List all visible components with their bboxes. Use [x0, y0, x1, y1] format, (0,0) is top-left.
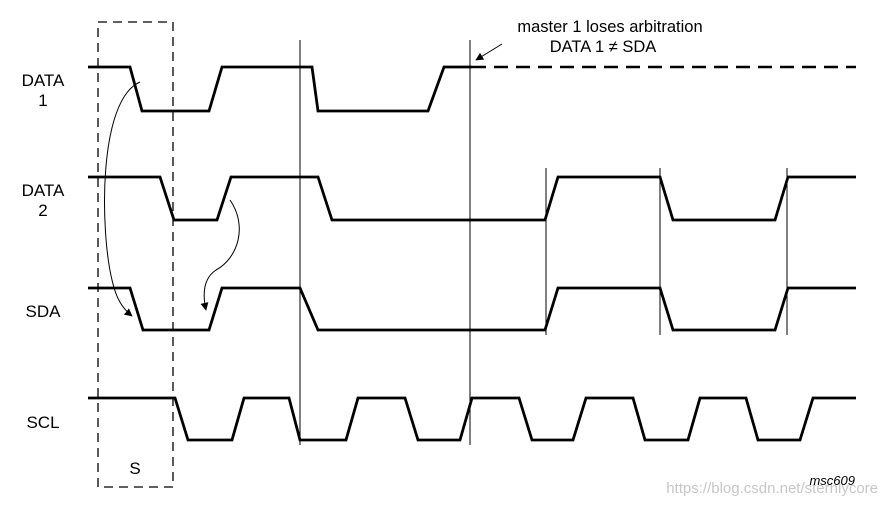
data1-to-sda-arrow [104, 81, 141, 317]
start-condition-box [97, 21, 174, 488]
signal-label-data1-line1: DATA [22, 71, 65, 90]
data2-waveform [88, 175, 856, 222]
data1-waveform [88, 65, 472, 113]
figure-id: msc609 [809, 473, 855, 488]
annotation-line-1: master 1 loses arbitration [517, 18, 702, 36]
data2-to-sda-arrow [200, 199, 240, 311]
watermark-url: https://blog.csdn.net/sternlycore [666, 480, 878, 497]
signal-label-data2-line2: 2 [38, 201, 47, 220]
scl-waveform [88, 396, 856, 442]
arbitration-annotation-arrow [475, 43, 503, 61]
signal-label-sda: SDA [26, 302, 62, 321]
start-condition-label: S [129, 459, 140, 478]
annotation-line-2: DATA 1 ≠ SDA [550, 38, 657, 56]
sda-waveform [88, 286, 856, 332]
signal-label-data2-line1: DATA [22, 181, 65, 200]
signal-label-data1-line2: 1 [38, 91, 47, 110]
signal-label-scl: SCL [26, 413, 59, 432]
